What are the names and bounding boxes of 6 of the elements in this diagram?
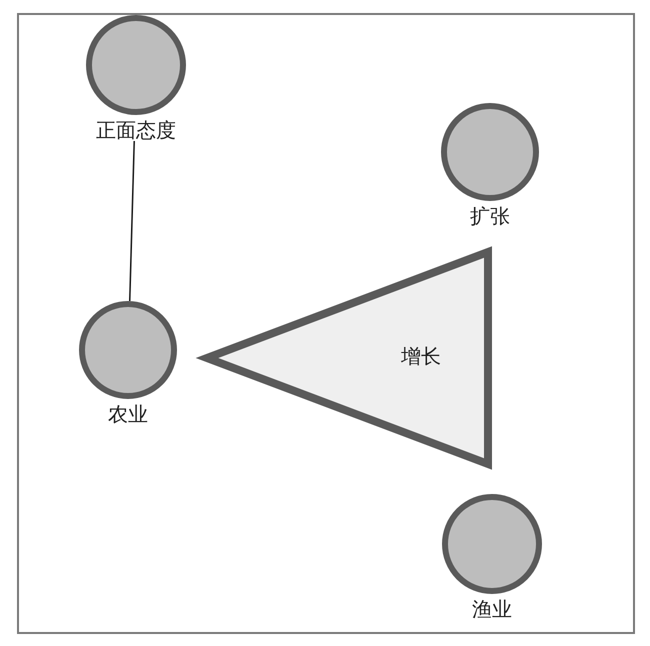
connector-line — [129, 140, 135, 302]
circle-label: 扩张 — [470, 205, 510, 227]
circle-label: 渔业 — [472, 598, 512, 620]
circle-label: 农业 — [108, 403, 148, 425]
circle-label: 正面态度 — [96, 119, 176, 141]
triangle-label: 增长 — [401, 345, 441, 367]
